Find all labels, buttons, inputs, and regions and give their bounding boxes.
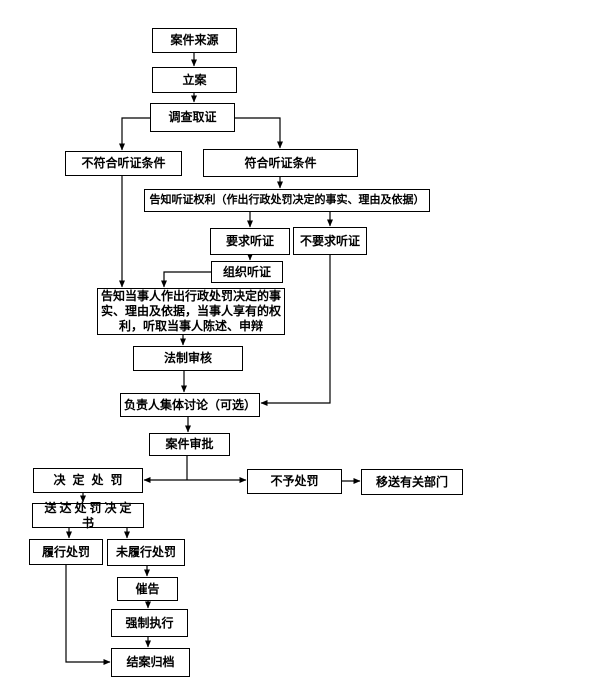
flow-node-collective-discussion: 负责人集体讨论（可选） [120,393,260,417]
flow-node-enforce: 强制执行 [111,609,188,637]
flow-node-label: 组织听证 [222,264,271,279]
flow-node-no-request-hearing: 不要求听证 [293,227,367,255]
flow-edge-investigate--not-meet-hearing [119,117,150,151]
flow-node-file-case: 立案 [152,67,237,93]
flow-node-organize-hearing: 组织听证 [211,261,283,283]
flow-node-label: 调查取证 [168,110,217,124]
flow-node-label: 告知听证权利（作出行政处罚决定的事实、理由及依据） [149,194,425,206]
flow-node-case-source: 案件来源 [152,28,237,53]
flow-node-label: 告知当事人作出行政处罚决定的事实、理由及依据，当事人享有的权利，听取当事人陈述、… [100,289,281,333]
flow-node-notify-hearing-right: 告知听证权利（作出行政处罚决定的事实、理由及依据） [144,189,430,212]
flow-node-no-penalty: 不予处罚 [247,469,342,494]
flow-node-label: 强制执行 [125,615,174,630]
flow-node-label: 送达处罚决定书 [44,500,135,530]
flow-node-close-case: 结案归档 [111,648,190,677]
flow-node-fulfill-penalty: 履行处罚 [29,539,103,565]
flow-node-label: 移送有关部门 [375,474,448,489]
flow-node-label: 负责人集体讨论（可选） [123,397,256,412]
flow-node-label: 符合听证条件 [244,155,317,170]
flow-node-label: 不符合听证条件 [81,156,166,170]
flow-node-not-meet-hearing: 不符合听证条件 [65,151,182,176]
flow-node-meet-hearing: 符合听证条件 [203,149,358,177]
flow-node-not-fulfill-penalty: 未履行处罚 [107,539,185,566]
flow-node-label: 案件来源 [170,33,219,47]
flow-node-label: 法制审核 [163,351,212,365]
flow-node-demand-notice: 催告 [117,577,178,601]
flow-node-label: 要求听证 [225,234,274,248]
flow-node-serve-decision: 送达处罚决定书 [32,500,144,530]
flow-node-label: 催告 [135,581,160,596]
flow-edge-no-request-hearing--collective-discussion [260,255,331,406]
flow-node-case-approval: 案件审批 [149,433,230,456]
flow-node-label: 立案 [182,72,207,87]
flow-edge-fulfill-penalty--close-case [65,565,111,665]
flow-node-decide-penalty: 决定处罚 [33,468,143,493]
flow-node-label: 案件审批 [165,437,214,451]
flow-node-label: 不予处罚 [270,474,319,488]
flow-node-label: 不要求听证 [299,233,360,248]
flow-node-request-hearing: 要求听证 [210,228,290,255]
flow-node-investigate: 调查取证 [150,103,235,132]
flow-node-legal-review: 法制审核 [133,346,243,371]
flow-node-label: 未履行处罚 [115,545,176,559]
flow-edge-organize-hearing--notify-party [161,271,211,288]
flow-node-label: 履行处罚 [41,544,90,559]
flow-node-label: 结案归档 [126,655,175,669]
flow-node-transfer-department: 移送有关部门 [361,469,463,495]
flow-edge-investigate--meet-hearing [235,117,283,149]
flow-node-label: 决定处罚 [53,473,130,487]
flow-node-notify-party: 告知当事人作出行政处罚决定的事实、理由及依据，当事人享有的权利，听取当事人陈述、… [97,288,285,335]
